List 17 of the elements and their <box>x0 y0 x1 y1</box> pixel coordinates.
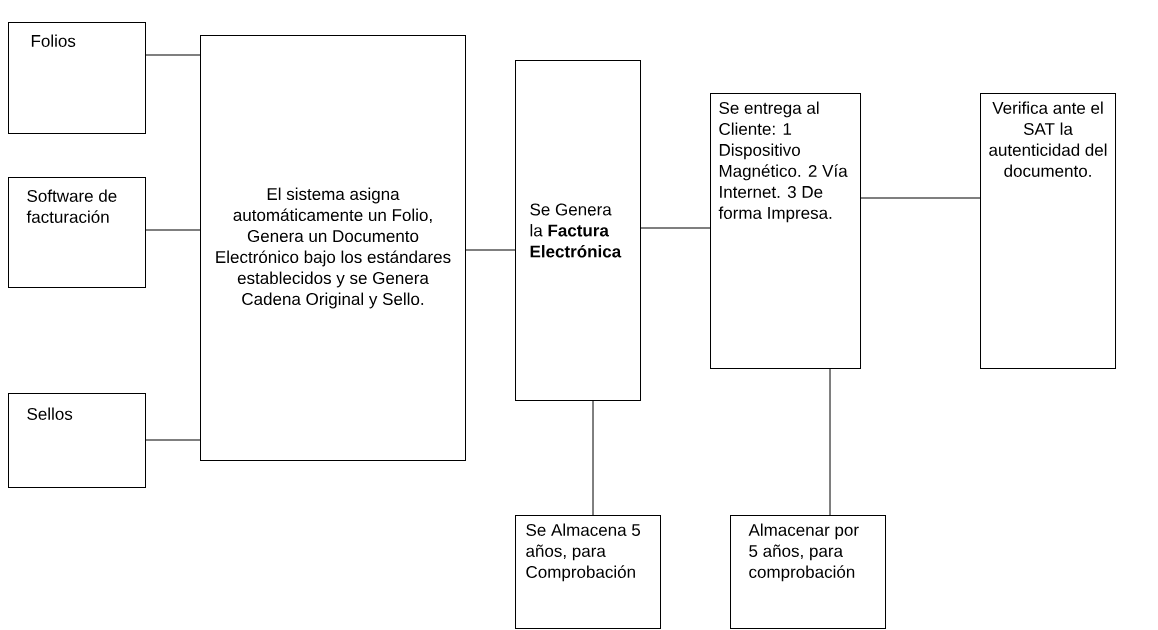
connector-line <box>640 227 711 229</box>
connector-line <box>592 400 594 516</box>
connector-line <box>145 229 201 231</box>
connector-line <box>465 249 516 251</box>
connector-line <box>145 439 201 441</box>
process-box: Se entrega al Cliente: 1 Dispositivo Magnético. 2 Vía Internet. 3 De forma Impresa. <box>710 93 861 369</box>
connector-line <box>145 54 201 56</box>
input-box: Sellos <box>8 393 146 488</box>
process-box: Se Genera la Factura Electrónica <box>515 60 641 401</box>
input-box: Software de facturación <box>8 177 146 288</box>
input-box: Folios <box>8 22 146 134</box>
connector-line <box>860 197 981 199</box>
connector-line <box>829 368 831 516</box>
process-box: Verifica ante el SAT la autenticidad del documento. <box>980 93 1116 369</box>
storage-box: Se Almacena 5 años, para Comprobación <box>515 515 661 629</box>
storage-box: Almacenar por 5 años, para comprobación <box>730 515 886 629</box>
process-box: El sistema asigna automáticamente un Folio, Genera un Documento Electrónico bajo los estándares establecidos y se Genera Cadena Original y Sello. <box>200 35 466 461</box>
